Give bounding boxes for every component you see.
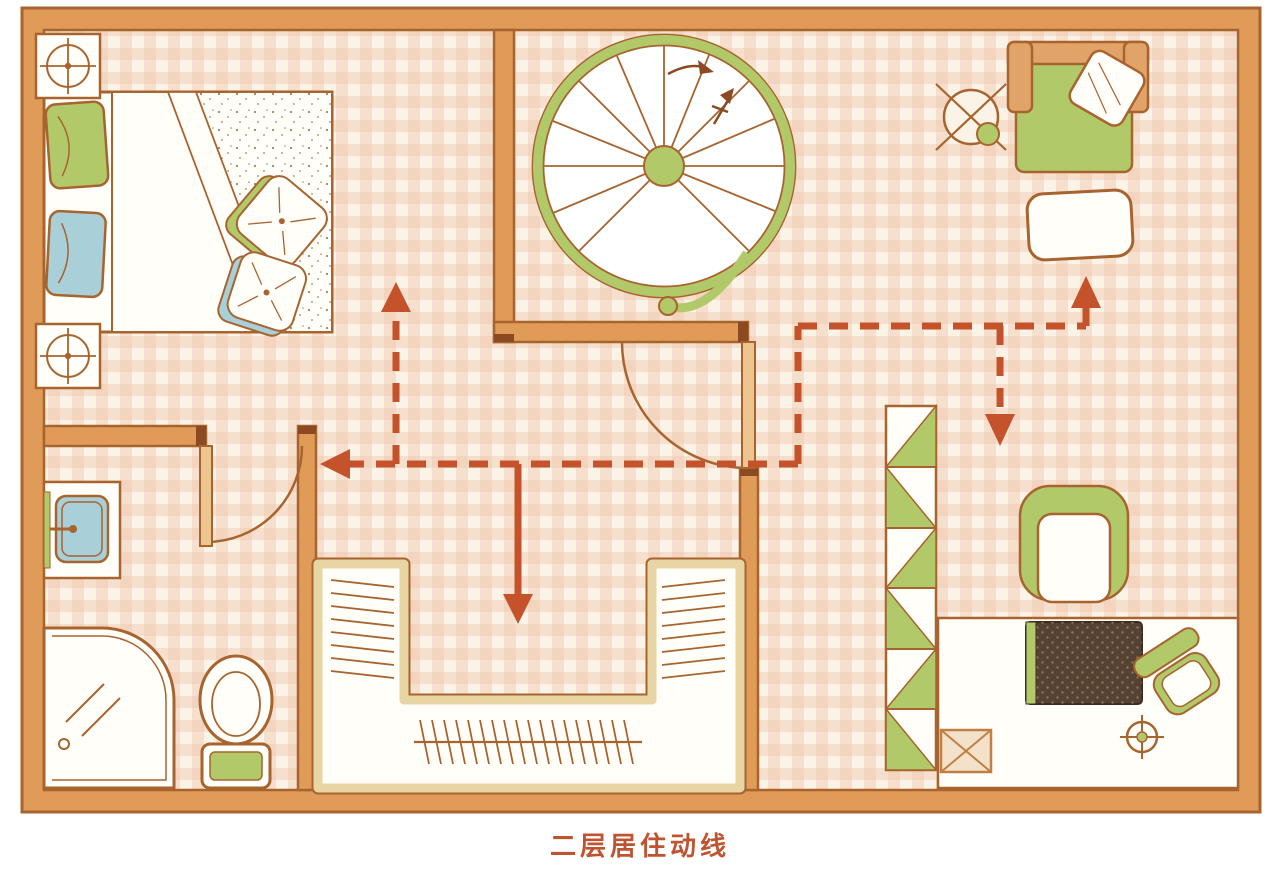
stair-center-post [643,145,685,187]
shelf-unit [884,403,938,772]
armchair [1018,484,1130,604]
circulation-arrows [320,276,1101,624]
shower [42,626,176,790]
bed [42,90,334,337]
blue-pillow [45,209,107,299]
stair-newel [658,296,678,316]
plan-caption: 二层居住动线 [549,831,730,861]
walk-in-closet [311,557,747,795]
bathroom-door [199,445,304,547]
speaker [1120,715,1164,759]
sofa-pillow [1068,49,1146,127]
desk-mat [1025,621,1143,705]
wall-caps [196,322,758,476]
stair-door-leaf [741,341,756,469]
desk-chair [1133,627,1221,716]
sofa [1006,40,1150,174]
ceiling-fixture-top [34,32,102,100]
storage-box [939,728,993,774]
shower-drain [58,738,70,750]
sofa-arm-left [1006,40,1034,114]
ottoman [1025,188,1135,262]
toilet [198,654,274,790]
stair-bottom-wall [492,320,750,344]
spiral-staircase [531,33,797,316]
fan [935,83,1007,151]
study-rug [936,616,1240,790]
closet-hangers-right [661,579,726,679]
ceiling-fixture-bottom [34,322,102,390]
throw-pillow-blue [217,251,308,337]
stair-left-wall [492,28,516,344]
closet-rod [414,719,642,765]
stair-direction-arrow [667,60,734,125]
bathroom-wall [42,424,208,448]
bathroom-door-leaf [199,445,213,547]
toilet-bowl [198,654,274,746]
throw-pillow-green [225,175,328,269]
green-pillow [44,100,110,190]
sink-shelf [43,491,51,569]
closet-hangers-left [330,579,395,679]
sink [42,480,122,580]
